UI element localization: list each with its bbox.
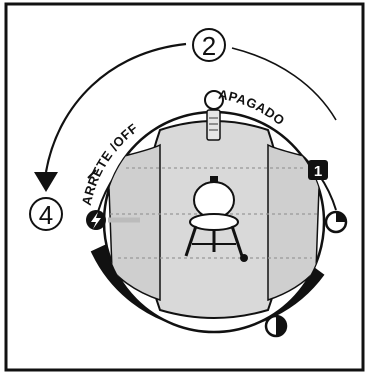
step-2-label: 2: [202, 31, 216, 61]
medium-position-icon: [326, 212, 346, 232]
ignite-icon: [86, 210, 106, 230]
knob-pointer: [207, 110, 220, 140]
position-1-badge: 1: [308, 160, 328, 180]
step-4-label: 4: [39, 200, 53, 230]
low-position-icon: [266, 316, 286, 336]
position-1-label: 1: [314, 163, 322, 180]
